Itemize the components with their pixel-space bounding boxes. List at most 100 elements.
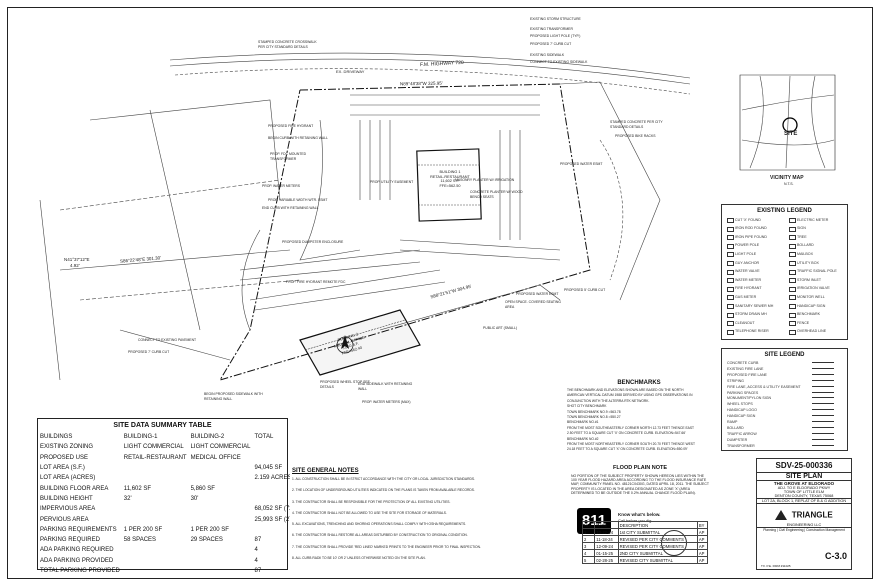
legal-description: LOT 2A, BLOCK 1, REPLAT OF B & G ADDITIO… — [757, 498, 851, 503]
bearing-label: N89°48'38"W 325.95' — [399, 80, 443, 87]
firm-name: TRIANGLE — [791, 510, 833, 520]
general-note: 8. ALL CURB RADII TO BE 10' OR 2' UNLESS… — [292, 556, 426, 561]
table-cell: LIGHT COMMERCIAL — [123, 444, 184, 451]
table-cell: 25,993 SF (27.63%) — [254, 516, 309, 523]
table-cell: LOT AREA (S.F.) — [40, 465, 85, 472]
table-cell — [253, 442, 311, 452]
benchmark-line: 24.18 FEET TO A SQUARE CUT 'X' ON CONCRE… — [567, 447, 688, 452]
table-cell: 32' — [123, 495, 132, 502]
title-block: SDV-25-000336 SITE PLAN THE GROVE AT ELD… — [756, 458, 852, 570]
plan-callout: CONNECT TO EXISTING PAVEMENT — [138, 338, 197, 342]
project-number: SDV-25-000336 — [775, 461, 833, 470]
legend-symbol-icon — [789, 261, 796, 266]
site-legend-item: CONCRETE CURB — [727, 361, 759, 365]
legend-symbol-icon — [789, 235, 796, 241]
plan-callout: PROP. UTILITY EASEMENT — [370, 180, 414, 184]
table-cell: PERVIOUS AREA — [40, 516, 89, 523]
firm-registration: TX. P.E. FIRM #11025 — [761, 564, 791, 568]
site-legend-item: RAMP — [727, 420, 738, 424]
table-row: LOT AREA (S.F.) 94,045 SF — [38, 463, 310, 473]
table-cell — [122, 566, 189, 576]
legend-symbol-icon — [727, 252, 734, 258]
legend-symbol-icon — [727, 261, 734, 266]
table-cell — [122, 504, 189, 514]
plan-callout: PROPOSED WATER ESMT — [560, 162, 603, 166]
site-legend-item: DUMPSTER — [727, 437, 748, 442]
legend-symbol-icon — [812, 373, 834, 375]
bearing-label: N41°37'12"E — [64, 257, 90, 262]
vicinity-map-roads — [739, 74, 836, 171]
plan-callout: PROP. WATER METERS (MAX) — [362, 400, 411, 404]
table-cell — [189, 566, 253, 576]
plan-callout: PROPOSED DUMPSTER ENCLOSURE — [282, 240, 344, 244]
table-cell: 94,045 SF — [254, 465, 283, 472]
table-row: PERVIOUS AREA 25,993 SF (27.63%) — [38, 514, 310, 524]
firm-logo: TRIANGLE ENGINEERING LLC — [757, 503, 851, 527]
legend-symbol-icon — [812, 421, 834, 422]
table-cell — [189, 514, 253, 524]
general-note: 4. THE CONTRACTOR SHALL NOT BE ALLOWED T… — [292, 510, 447, 515]
parking-rows — [239, 94, 561, 311]
plan-callout: STAMPED CONCRETE CROSSWALK PER CITY STAN… — [258, 40, 317, 49]
existing-legend-item: IRRIGATION VALVE — [797, 286, 830, 291]
revision-cell: 5 — [581, 556, 596, 564]
legend-symbol-icon — [727, 278, 734, 284]
legend-symbol-icon — [812, 444, 834, 446]
existing-legend-item: WATER VALVE — [735, 269, 760, 274]
existing-legend-item: ELECTRIC METER — [797, 217, 829, 222]
table-cell — [122, 463, 189, 473]
plan-callout: PROP. WATER METERS — [262, 184, 300, 188]
existing-legend-item: LIGHT POLE — [735, 251, 757, 256]
legend-symbol-icon — [789, 304, 796, 309]
existing-legend-item: FIRE HYDRANT — [735, 286, 762, 291]
legend-symbol-icon — [789, 321, 796, 327]
vicinity-map-scale: N.T.S. — [784, 182, 794, 186]
revision-cell: 12-09-24 — [594, 542, 619, 550]
benchmark-line: SHOT CITY BENCHMARK — [567, 404, 607, 409]
plan-callout: END SIDEWALK WITH RETAINING WALL — [358, 382, 413, 391]
legend-symbol-icon — [727, 269, 734, 275]
plan-callout: CONCRETE PLANTER W/ WOOD BENCH SEATS — [470, 190, 523, 199]
table-cell — [189, 556, 253, 566]
site-legend-item: HANDICAP SIGN — [727, 414, 756, 419]
table-cell: BUILDING HEIGHT — [40, 495, 93, 502]
benchmark-line: 2.50 FEET TO A SQUARE CUT 'X' ON CONCRET… — [567, 431, 686, 436]
table-cell: IMPERVIOUS AREA — [40, 506, 96, 513]
existing-legend-item: IRON ROD FOUND — [735, 226, 767, 231]
plan-callout: PROPOSED LIGHT POLE (TYP.) — [530, 34, 581, 38]
existing-legend-item: TELEPHONE RISER — [735, 329, 769, 334]
north-arrow — [336, 335, 354, 354]
legend-symbol-icon — [789, 243, 796, 249]
plan-callout: END CURB WITH RETAINING WALL — [262, 206, 319, 210]
table-cell — [122, 514, 189, 524]
existing-legend-item: TREE — [797, 234, 807, 239]
plan-callout: BEGIN CURB WITH RETAINING WALL — [268, 136, 328, 140]
triangle-icon — [775, 509, 788, 520]
legend-symbol-icon — [812, 367, 834, 369]
plan-callout: EXISTING SIDEWALK — [530, 53, 565, 57]
benchmark-line: FROM THE MOST SOUTHEASTERLY CORNER NORTH… — [567, 425, 695, 430]
table-header-cell: TOTAL — [254, 434, 274, 441]
notes-title: SITE GENERAL NOTES — [292, 468, 359, 474]
flood-plain-box: FLOOD PLAIN NOTE NO PORTION OF THE SUBJE… — [567, 465, 713, 515]
existing-legend-item: CLEANOUT — [735, 320, 755, 325]
existing-legend-item: HANDICAP SIGN — [797, 303, 826, 308]
existing-legend-item: BOLLARD — [797, 243, 814, 248]
legend-symbol-icon — [812, 379, 834, 381]
table-cell: PARKING REQUIREMENTS — [40, 526, 117, 533]
legend-symbol-icon — [789, 252, 796, 258]
plan-callout: BEGIN PROPOSED SIDEWALK WITH RETAINING W… — [204, 392, 263, 401]
revision-cell: 2 — [581, 535, 596, 543]
site-legend-item: PROPOSED FIRE LANE — [727, 372, 767, 377]
